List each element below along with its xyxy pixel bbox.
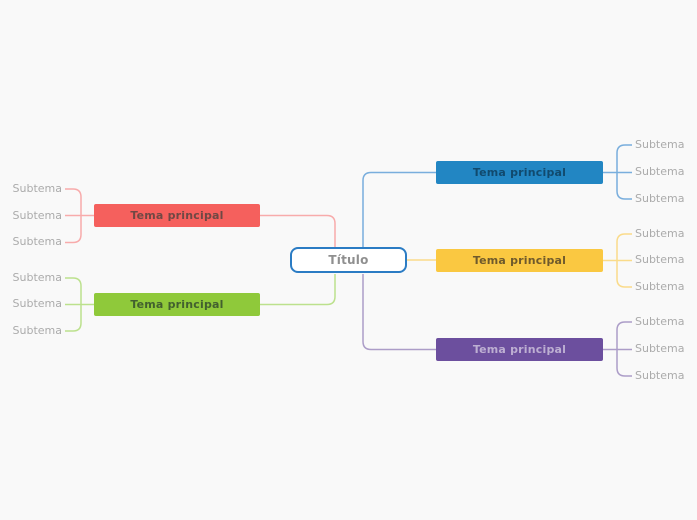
subtopic-label-yellow-3[interactable]: Subtema bbox=[635, 280, 685, 293]
subtopic-label-blue-2[interactable]: Subtema bbox=[635, 165, 685, 178]
subtopic-label-red-2[interactable]: Subtema bbox=[12, 209, 62, 222]
subtopic-label-red-3[interactable]: Subtema bbox=[12, 235, 62, 248]
subtopic-label-blue-1[interactable]: Subtema bbox=[635, 138, 685, 151]
subtopic-label-red-1[interactable]: Subtema bbox=[12, 182, 62, 195]
subtopic-label-yellow-2[interactable]: Subtema bbox=[635, 253, 685, 266]
subtopic-label-green-3[interactable]: Subtema bbox=[12, 324, 62, 337]
topic-label: Tema principal bbox=[130, 298, 224, 311]
subtopic-label-green-2[interactable]: Subtema bbox=[12, 297, 62, 310]
topic-label: Tema principal bbox=[472, 254, 567, 267]
central-topic-node[interactable]: Título bbox=[290, 247, 407, 273]
subtopic-label-purple-2[interactable]: Subtema bbox=[635, 342, 685, 355]
topic-label: Tema principal bbox=[130, 209, 224, 222]
subtopic-label-purple-3[interactable]: Subtema bbox=[635, 369, 685, 382]
topic-label: Tema principal bbox=[472, 166, 567, 179]
subtopic-label-purple-1[interactable]: Subtema bbox=[635, 315, 685, 328]
subtopic-label-yellow-1[interactable]: Subtema bbox=[635, 227, 685, 240]
topic-node-green[interactable]: Tema principal bbox=[94, 293, 260, 316]
topic-node-yellow[interactable]: Tema principal bbox=[436, 249, 603, 272]
topic-node-purple[interactable]: Tema principal bbox=[436, 338, 603, 361]
topic-label: Tema principal bbox=[472, 343, 567, 356]
subtopic-label-green-1[interactable]: Subtema bbox=[12, 271, 62, 284]
subtopic-label-blue-3[interactable]: Subtema bbox=[635, 192, 685, 205]
topic-node-blue[interactable]: Tema principal bbox=[436, 161, 603, 184]
topic-node-red[interactable]: Tema principal bbox=[94, 204, 260, 227]
central-topic-label: Título bbox=[328, 253, 369, 267]
